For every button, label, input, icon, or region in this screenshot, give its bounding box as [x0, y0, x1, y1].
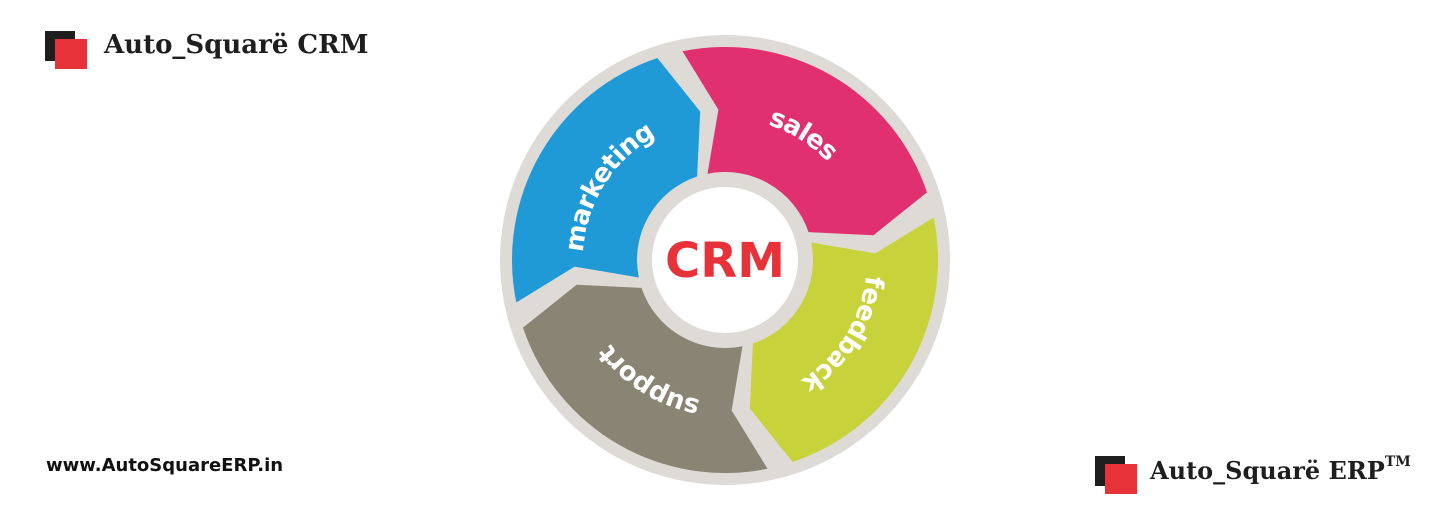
website-link[interactable]: www.AutoSquareERP.in: [46, 455, 284, 476]
footer-logo-icon: [1095, 456, 1139, 496]
segment-marketing: [512, 58, 701, 303]
footer-brand: Auto_Squarë ERPTM: [1150, 454, 1411, 485]
brand-logo-icon: [45, 31, 89, 71]
segment-support: [523, 284, 768, 473]
center-label: CRM: [665, 233, 785, 289]
brand-title: Auto_Squarë CRM: [104, 30, 369, 60]
footer-brand-name: Auto_Squarë ERP: [1150, 456, 1385, 485]
segment-feedback: [749, 217, 938, 462]
trademark-mark: TM: [1384, 454, 1411, 470]
segment-sales: [682, 47, 927, 236]
center-circle: [652, 187, 798, 333]
